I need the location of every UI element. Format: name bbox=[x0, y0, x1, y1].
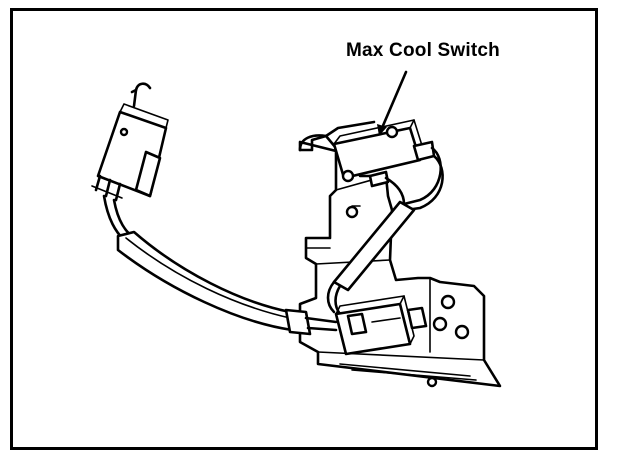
max-cool-switch bbox=[298, 119, 436, 188]
left-switch bbox=[91, 82, 169, 202]
bracket-holes bbox=[345, 205, 470, 388]
wire-harness bbox=[102, 194, 338, 336]
max-cool-switch-wires bbox=[326, 146, 444, 316]
wire-connector bbox=[334, 295, 428, 356]
mounting-bracket bbox=[298, 134, 502, 388]
max-cool-switch-label: Max Cool Switch bbox=[346, 40, 500, 61]
diagram-frame bbox=[10, 8, 598, 450]
